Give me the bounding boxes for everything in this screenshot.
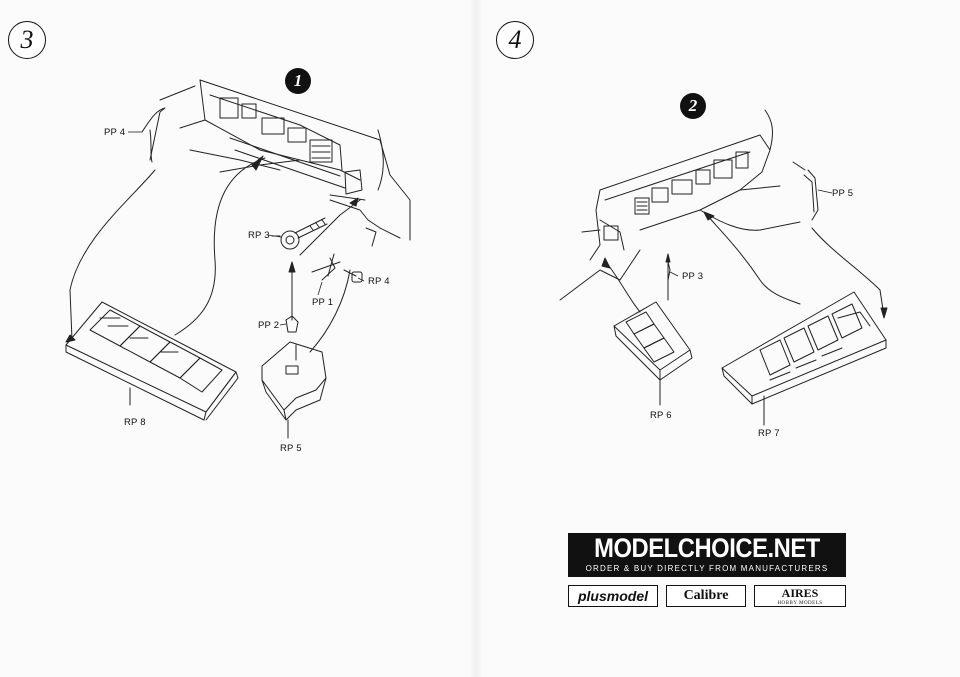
label-rp6: RP 6 [650,410,672,421]
modelchoice-advert[interactable]: MODELCHOICE.NET ORDER & BUY DIRECTLY FRO… [568,533,852,613]
label-rp3: RP 3 [248,230,270,241]
label-pp3: PP 3 [682,271,704,282]
rp8-part [65,301,239,421]
assembly-guides-4 [601,161,888,319]
cockpit-sidewall-left [179,79,411,247]
callout-1: 1 [285,68,311,94]
advert-title: MODELCHOICE.NET [594,533,820,563]
brand-plusmodel-text: plusmodel [577,588,648,604]
page-fold [470,0,482,677]
label-pp5: PP 5 [832,188,854,199]
step-number-4: 4 [496,21,534,59]
rp7-part [721,291,887,426]
label-rp7: RP 7 [758,428,780,439]
pp1-part [311,253,341,281]
pp3-part [667,261,671,281]
label-pp1: PP 1 [312,297,334,308]
brand-calibre-text: Calibre [683,588,729,603]
advert-banner: MODELCHOICE.NET ORDER & BUY DIRECTLY FRO… [568,533,846,577]
label-rp5: RP 5 [280,443,302,454]
brand-aires-subtext: HOBBY MODELS [777,601,823,606]
brand-calibre-logo[interactable]: Calibre [666,585,746,607]
callout-2: 2 [680,93,706,119]
assembly-guides-3 [65,85,366,361]
pp2-part [285,315,299,333]
advert-subtitle: ORDER & BUY DIRECTLY FROM MANUFACTURERS [585,564,829,573]
label-pp4: PP 4 [104,127,126,138]
brand-aires-block: AIRES HOBBY MODELS [777,586,822,606]
label-rp8: RP 8 [124,417,146,428]
pp4-part [141,107,166,161]
brand-plusmodel-logo[interactable]: plusmodel [568,585,658,607]
rp4-part [343,269,363,283]
brand-aires-text: AIRES [781,586,819,600]
label-rp4: RP 4 [368,276,390,287]
step-number-3: 3 [8,21,46,59]
rp5-part [261,341,327,439]
pp5-part [807,169,819,221]
rp6-part [613,301,693,406]
label-pp2: PP 2 [258,320,280,331]
brand-aires-logo[interactable]: AIRES HOBBY MODELS [754,585,846,607]
rp3-part [271,217,328,250]
